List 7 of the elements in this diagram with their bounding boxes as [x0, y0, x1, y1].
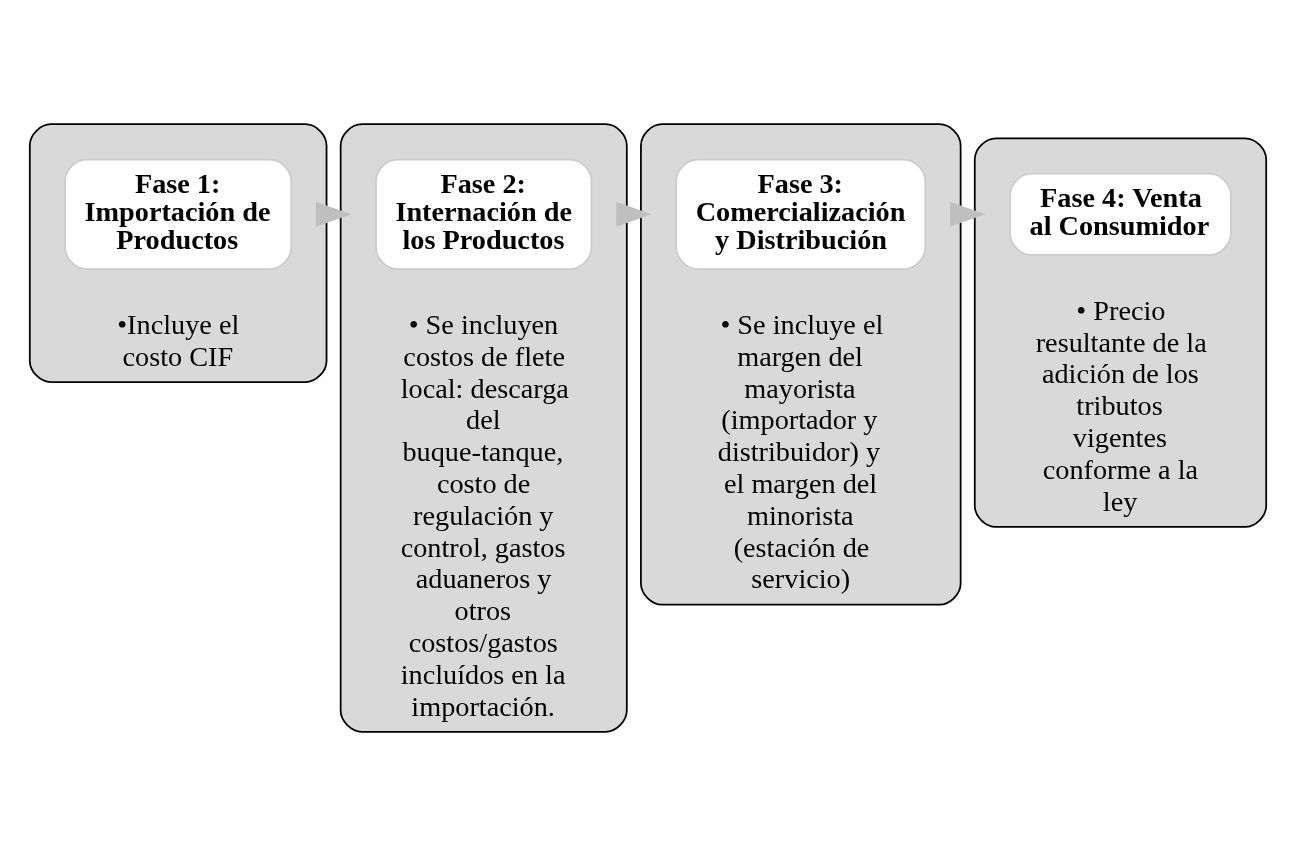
arrow [950, 201, 986, 227]
arrow [315, 201, 352, 227]
node-box: Fase 1: Importación de Productos [64, 158, 293, 270]
node-box: Fase 4: Venta al Consumidor [1009, 172, 1232, 256]
arrow [616, 201, 652, 227]
node-box: Fase 3: Comercialización y Distribución [675, 158, 927, 270]
node-box: Fase 2: Internación de los Productos [375, 158, 593, 270]
